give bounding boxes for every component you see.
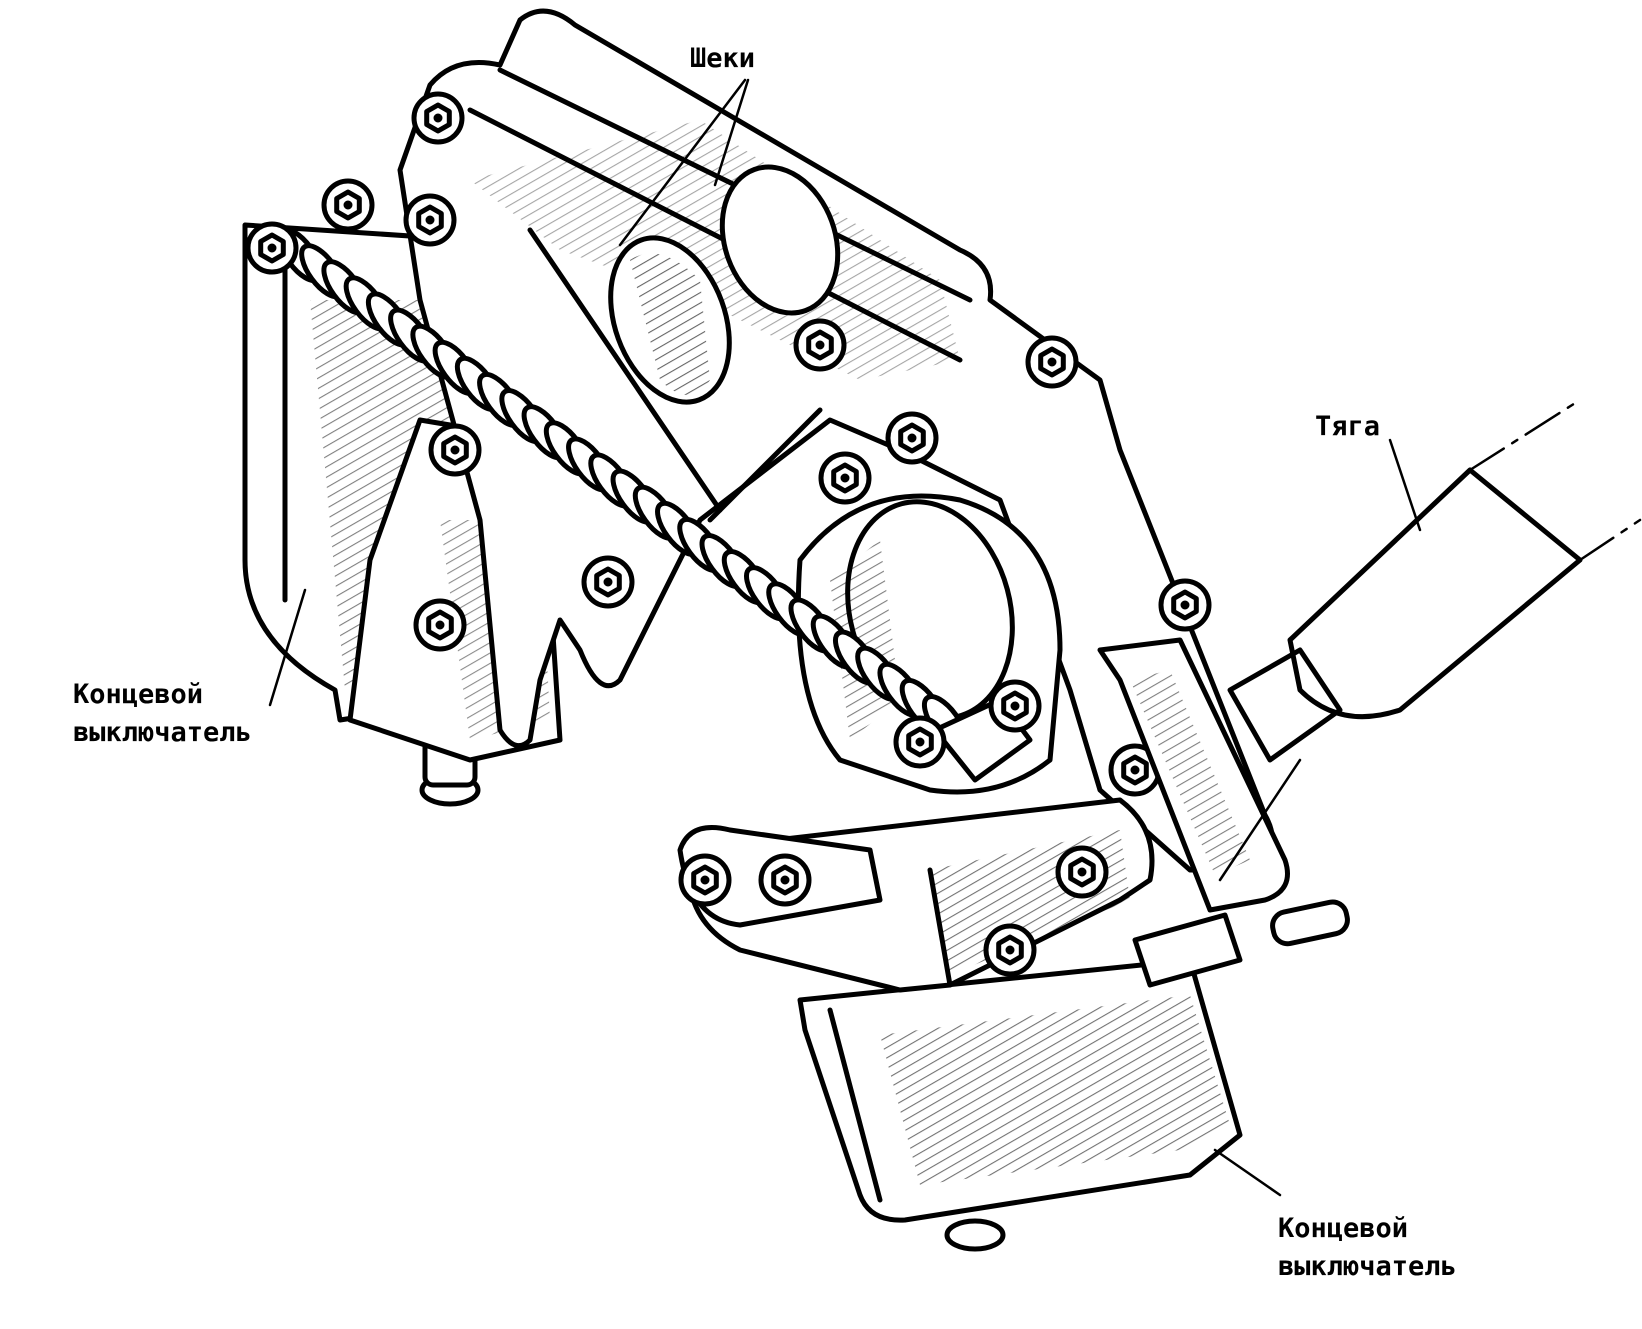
bolt bbox=[818, 451, 872, 505]
bolt bbox=[1055, 845, 1109, 899]
cheek-plates bbox=[397, 8, 1275, 873]
rod bbox=[1218, 398, 1642, 882]
bolt bbox=[245, 221, 299, 275]
label-cheeks: Шеки bbox=[690, 43, 756, 74]
leader-lines bbox=[268, 78, 1422, 1197]
limit-switch-lower bbox=[797, 957, 1243, 1252]
label-limit-switch-right: Концевой выключатель bbox=[1278, 1210, 1457, 1286]
label-limit-switch-left-line1: Концевой bbox=[73, 679, 204, 710]
bolt bbox=[885, 411, 939, 465]
bolt bbox=[988, 679, 1042, 733]
bolt bbox=[413, 598, 467, 652]
rocker-arm bbox=[1097, 637, 1350, 988]
bolt bbox=[321, 178, 375, 232]
bolt bbox=[678, 853, 732, 907]
bolt bbox=[983, 923, 1037, 977]
bolt bbox=[581, 555, 635, 609]
bolt bbox=[428, 423, 482, 477]
bolt bbox=[1025, 335, 1079, 389]
bolt bbox=[893, 715, 947, 769]
bolt bbox=[793, 318, 847, 372]
label-limit-switch-left-line2: выключатель bbox=[73, 717, 252, 748]
label-limit-switch-left: Концевой выключатель bbox=[73, 676, 252, 752]
label-limit-switch-right-line1: Концевой bbox=[1278, 1213, 1409, 1244]
label-limit-switch-right-line2: выключатель bbox=[1278, 1251, 1457, 1282]
bolt bbox=[1158, 578, 1212, 632]
label-rod: Тяга bbox=[1315, 411, 1381, 442]
bolt bbox=[411, 91, 465, 145]
bolt bbox=[403, 193, 457, 247]
bolt bbox=[758, 853, 812, 907]
spring bbox=[276, 227, 1033, 783]
bolts bbox=[245, 91, 1217, 977]
